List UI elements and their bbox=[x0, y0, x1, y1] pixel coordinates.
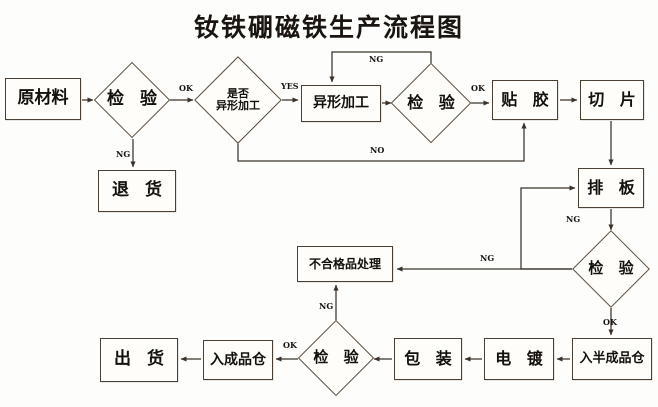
node-shipping[interactable]: 出 货 bbox=[100, 338, 178, 382]
node-inspection-4[interactable]: 检 验 bbox=[297, 319, 375, 397]
node-finished-warehouse[interactable]: 入成品仓 bbox=[203, 340, 273, 380]
node-label: 检 验 bbox=[107, 89, 162, 110]
edge-label-ng-insp3-loop: NG bbox=[566, 214, 581, 224]
node-shaped-machining[interactable]: 异形加工 bbox=[301, 85, 381, 122]
node-label: 电 镀 bbox=[495, 348, 548, 368]
node-label: 检 验 bbox=[407, 92, 460, 112]
edge-label-ng-insp1: NG bbox=[116, 149, 131, 159]
edge-label-ng-insp3-reject: NG bbox=[480, 253, 495, 263]
node-packaging[interactable]: 包 装 bbox=[394, 338, 462, 380]
node-label: 入半成品仓 bbox=[579, 351, 645, 367]
node-label: 原材料 bbox=[17, 88, 69, 109]
node-gluing[interactable]: 贴 胶 bbox=[492, 80, 558, 120]
edge-label-ok-insp1: OK bbox=[179, 83, 193, 93]
node-label: 检 验 bbox=[588, 259, 639, 278]
node-inspection-3[interactable]: 检 验 bbox=[572, 230, 650, 308]
edge-label-ok-insp4: OK bbox=[283, 340, 297, 350]
node-inspection-2[interactable]: 检 验 bbox=[390, 62, 472, 144]
node-electroplating[interactable]: 电 镀 bbox=[484, 338, 554, 380]
edge-insp3-to-layout-ng bbox=[520, 185, 576, 270]
node-label: 是否 异形加工 bbox=[216, 87, 260, 112]
node-label: 退 货 bbox=[112, 180, 167, 201]
node-semi-finished-warehouse[interactable]: 入半成品仓 bbox=[572, 338, 652, 380]
edge-label-ng-insp2: NG bbox=[369, 54, 384, 64]
node-nonconforming-handling[interactable]: 不合格品处理 bbox=[297, 246, 393, 282]
node-label: 入成品仓 bbox=[210, 351, 266, 368]
edge-isshaped-to-gluing-no bbox=[237, 122, 527, 162]
node-raw-material[interactable]: 原材料 bbox=[5, 78, 81, 120]
edge-label-ok-insp3: OK bbox=[603, 317, 617, 327]
node-slicing[interactable]: 切 片 bbox=[580, 80, 644, 120]
node-layout-arrangement[interactable]: 排 板 bbox=[578, 168, 644, 208]
edge-label-ng-insp4: NG bbox=[319, 301, 334, 311]
node-label: 检 验 bbox=[313, 348, 364, 367]
node-is-shaped-machining-decision[interactable]: 是否 异形加工 bbox=[194, 56, 282, 144]
node-label: 贴 胶 bbox=[501, 89, 554, 109]
edge-label-yes-isshaped: YES bbox=[281, 81, 299, 91]
edge-label-no-isshaped: NO bbox=[370, 145, 385, 155]
page-title: 钕铁硼磁铁生产流程图 bbox=[193, 13, 464, 42]
edge-insp2-to-shaping-ng bbox=[329, 51, 432, 83]
node-label: 排 板 bbox=[587, 177, 640, 197]
node-label: 异形加工 bbox=[313, 95, 369, 112]
node-label: 包 装 bbox=[404, 348, 457, 368]
node-return-goods[interactable]: 退 货 bbox=[98, 170, 176, 212]
node-label: 切 片 bbox=[588, 89, 641, 109]
node-label: 出 货 bbox=[114, 349, 169, 370]
node-inspection-1[interactable]: 检 验 bbox=[93, 61, 171, 139]
edge-label-ok-insp2: OK bbox=[471, 83, 485, 93]
node-label: 不合格品处理 bbox=[308, 256, 381, 271]
